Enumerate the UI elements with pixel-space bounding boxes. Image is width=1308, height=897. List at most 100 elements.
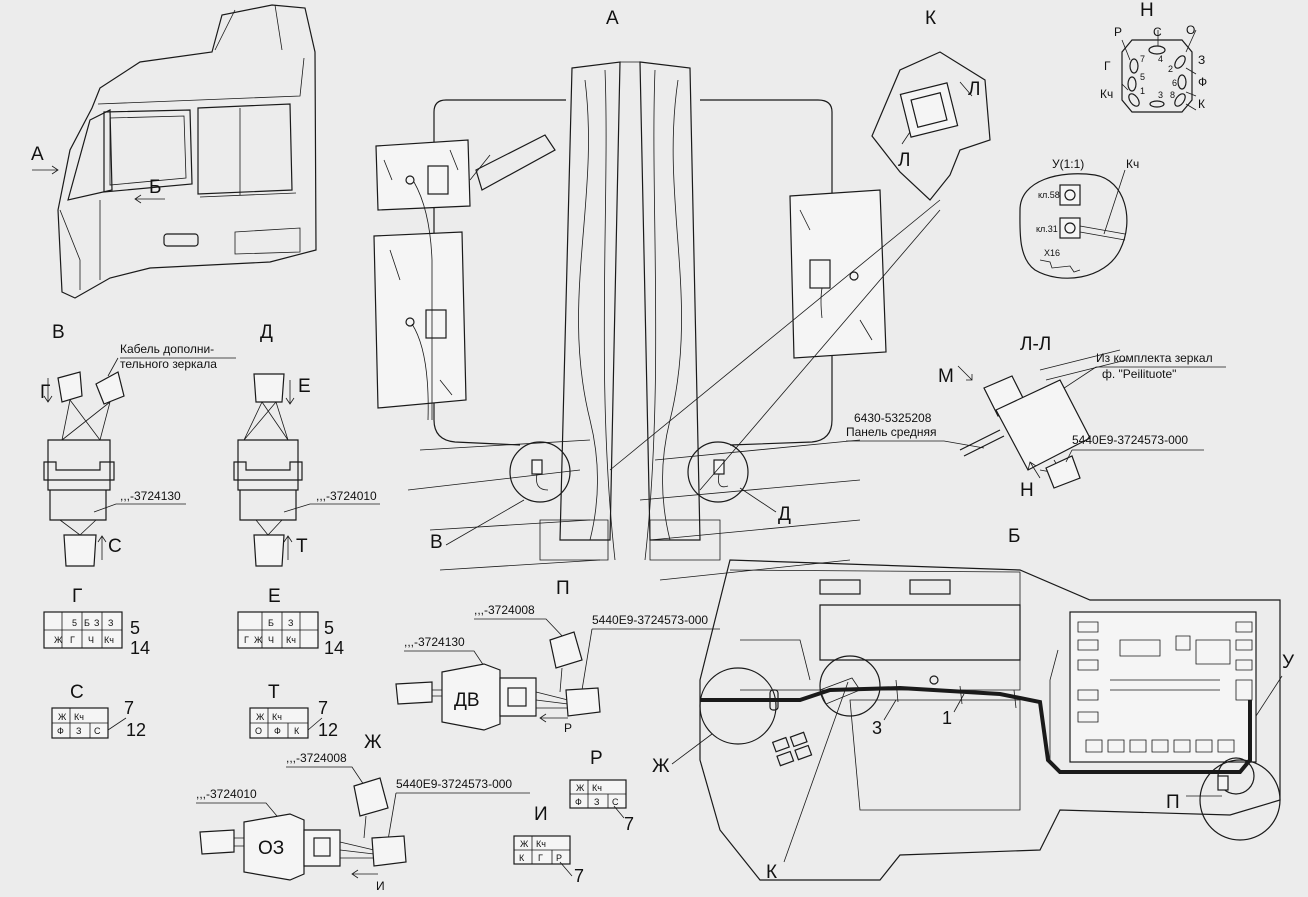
conn-e-pin-1: Б xyxy=(268,618,274,628)
conn-s-title: С xyxy=(70,682,84,703)
view-b-arrow xyxy=(134,194,165,204)
view-a-title: А xyxy=(606,8,619,29)
detail-u-kch: Кч xyxy=(1126,157,1139,171)
view-v-cable-label-1: Кабель дополни- xyxy=(120,342,214,356)
conn-i-ref-7: 7 xyxy=(574,866,584,886)
conn-r-pin-2: Кч xyxy=(592,783,602,793)
conn-i-pin-2: Кч xyxy=(536,839,546,849)
switch-dv-label: ДВ xyxy=(454,690,480,711)
view-v-title: В xyxy=(52,322,65,343)
pin-number-7: 7 xyxy=(1140,54,1145,64)
mirror-kit-label-1: Из комплекта зеркал xyxy=(1096,351,1213,365)
view-v-arrow-s: С xyxy=(108,536,122,557)
view-zh-part-left: ,,,-3724010 xyxy=(196,787,257,801)
conn-t-ref-7: 7 xyxy=(318,698,328,718)
conn-g-pin-3: З xyxy=(94,618,99,628)
conn-s-pin-4: З xyxy=(76,726,81,736)
conn-s-ref-12: 12 xyxy=(126,720,146,740)
conn-t-ref-12: 12 xyxy=(318,720,338,740)
view-k-title: К xyxy=(925,8,936,29)
section-ll-arrow-m: М xyxy=(938,366,954,387)
conn-r-title: Р xyxy=(590,748,603,769)
view-d-connector xyxy=(233,373,303,567)
conn-s-pin-3: Ф xyxy=(57,726,64,736)
view-v-part: ,,,-3724130 xyxy=(120,489,181,503)
pin-letter-kch: Кч xyxy=(1100,87,1113,101)
conn-e-pin-2: З xyxy=(288,618,293,628)
pin-number-6: 6 xyxy=(1172,78,1177,88)
callout-d: Д xyxy=(778,504,791,525)
conn-g-title: Г xyxy=(72,586,82,607)
conn-r-pin-3: Ф xyxy=(575,797,582,807)
conn-t-pin-2: Кч xyxy=(272,712,282,722)
conn-g-ref-14: 14 xyxy=(130,638,150,658)
pin-number-5: 5 xyxy=(1140,72,1145,82)
cab-front-view xyxy=(373,61,941,581)
view-d-arrow-t: Т xyxy=(296,536,308,557)
switch-dv xyxy=(395,631,601,731)
view-k-callout: К xyxy=(766,862,777,883)
conn-g-pin-5: Ж xyxy=(54,635,63,645)
conn-e-face xyxy=(237,611,319,649)
conn-e-ref-5: 5 xyxy=(324,618,334,638)
detail-u-x16: X16 xyxy=(1044,248,1060,258)
view-zh-part-top: ,,,-3724008 xyxy=(286,751,347,765)
conn-g-pin-2: Б xyxy=(84,618,90,628)
switch-oz xyxy=(199,777,407,881)
item-1-label: 1 xyxy=(942,708,952,728)
conn-t-pin-1: Ж xyxy=(256,712,265,722)
conn-g-ref-5: 5 xyxy=(130,618,140,638)
callout-p: П xyxy=(1166,792,1180,813)
conn-s-pin-1: Ж xyxy=(58,712,67,722)
conn-r-ref-7: 7 xyxy=(624,814,634,834)
callout-zh: Ж xyxy=(652,756,670,777)
conn-s-face xyxy=(51,707,109,739)
callout-v: В xyxy=(430,532,443,553)
callout-u: У xyxy=(1282,652,1295,673)
pin-number-4: 4 xyxy=(1158,54,1163,64)
conn-t-face xyxy=(249,707,309,739)
panel-part-number: 6430-5325208 xyxy=(854,411,932,425)
conn-e-pin-3: Г xyxy=(244,635,249,645)
pin-number-8: 8 xyxy=(1170,90,1175,100)
view-v-cable-label-2: тельного зеркала xyxy=(120,357,217,371)
view-n-title: Н xyxy=(1140,0,1154,21)
conn-e-ref-14: 14 xyxy=(324,638,344,658)
view-zh-title: Ж xyxy=(364,732,382,753)
conn-g-pin-6: Г xyxy=(70,635,75,645)
view-d-arrow-e: Е xyxy=(298,376,311,397)
pin-letter-k: К xyxy=(1198,97,1205,111)
conn-g-pin-4: З xyxy=(108,618,113,628)
item-3-label: 3 xyxy=(872,718,882,738)
section-l-mark-1: Л xyxy=(968,79,980,100)
pin-number-3: 3 xyxy=(1158,90,1163,100)
pin-letter-r: Р xyxy=(1114,25,1122,39)
conn-t-title: Т xyxy=(268,682,280,703)
detail-u-kl58: кл.58 xyxy=(1038,190,1060,200)
view-zh-harness: 5440Е9-3724573-000 xyxy=(396,777,512,791)
conn-i-title: И xyxy=(534,804,548,825)
view-k-panel xyxy=(871,51,991,201)
conn-t-pin-3: О xyxy=(255,726,262,736)
section-ll-arrow-n: Н xyxy=(1020,480,1034,501)
conn-s-ref-7: 7 xyxy=(124,698,134,718)
conn-e-pin-4: Ж xyxy=(254,635,263,645)
view-d-title: Д xyxy=(260,322,273,343)
pin-letter-f: Ф xyxy=(1198,75,1207,89)
pin-letter-g: Г xyxy=(1104,59,1111,73)
conn-g-pin-1: 5 xyxy=(72,618,77,628)
pin-letter-s: С xyxy=(1153,25,1162,39)
conn-t-pin-5: К xyxy=(294,726,300,736)
view-p-part-left: ,,,-3724130 xyxy=(404,635,465,649)
conn-r-face xyxy=(569,779,627,809)
conn-e-pin-5: Ч xyxy=(268,635,274,645)
conn-i-pin-5: Р xyxy=(556,853,562,863)
section-ll-switch xyxy=(959,349,1127,489)
ll-harness-part: 5440Е9-3724573-000 xyxy=(1072,433,1188,447)
panel-name: Панель средняя xyxy=(846,425,937,439)
view-v-connector xyxy=(43,371,125,567)
conn-i-face xyxy=(513,835,571,865)
detail-u-kl31: кл.31 xyxy=(1036,224,1058,234)
conn-i-pin-4: Г xyxy=(538,853,543,863)
